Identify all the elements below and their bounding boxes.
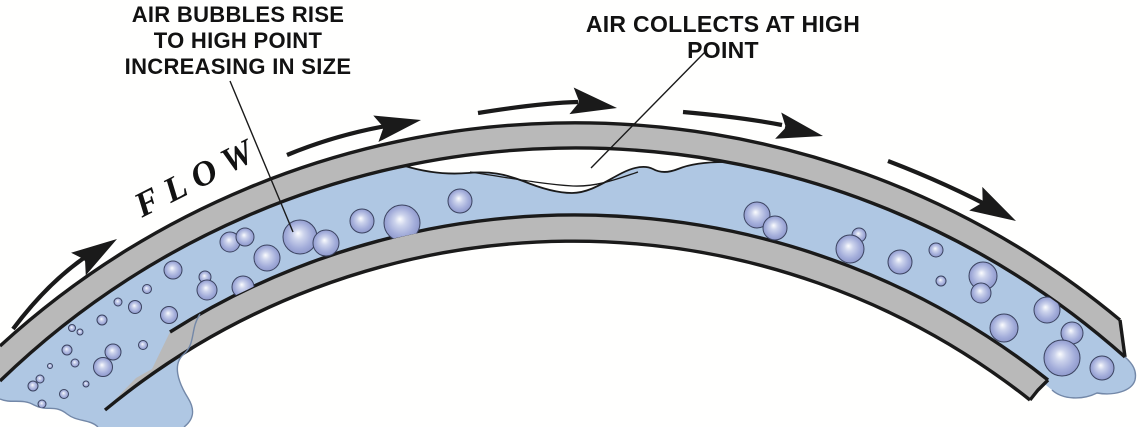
flow-arrow-left-head [71, 239, 117, 276]
leader-line [229, 80, 294, 233]
air-bubble [163, 260, 183, 280]
flow-arrow-top-1-head [373, 115, 421, 143]
air-bubble [59, 389, 69, 399]
air-bubble [835, 234, 865, 264]
air-bubble [743, 201, 771, 229]
air-bubble [160, 306, 178, 324]
flow-arrow-top-3-head [775, 112, 823, 139]
air-bubble [113, 297, 123, 307]
flow-arrow-top-3-tail [682, 109, 783, 128]
leader-lines-layer [229, 51, 706, 233]
air-bubble [282, 219, 318, 255]
pipe-wall-outlines [0, 121, 1127, 412]
air-bubble [1043, 339, 1081, 377]
air-bubble [970, 282, 992, 304]
air-bubble [68, 324, 76, 332]
leader-line [590, 51, 706, 169]
air-bubble [27, 380, 39, 392]
air-bubble [928, 242, 944, 258]
air-bubble [47, 363, 53, 369]
air-bubble [349, 208, 375, 234]
air-bubble [70, 358, 80, 368]
air-bubble [935, 275, 947, 287]
air-bubble [447, 188, 473, 214]
air-bubble [989, 313, 1019, 343]
label-air-bubbles-rise-line3: INCREASING IN SIZE [124, 54, 352, 79]
air-bubble [37, 399, 47, 409]
flow-arrows-layer [11, 87, 1016, 331]
air-bubble [1033, 296, 1061, 324]
label-air-collects: AIR COLLECTS AT HIGH POINT [585, 11, 861, 63]
air-bubble [61, 344, 73, 356]
air-bubble [128, 300, 142, 314]
air-bubble [93, 357, 113, 377]
water-torn-edges [0, 313, 1137, 427]
air-bubble [82, 380, 90, 388]
flow-arrow-top-2-head [569, 87, 617, 115]
water-surface-line [404, 161, 726, 194]
air-bubble [312, 229, 340, 257]
pipe-wall-top [0, 122, 1125, 381]
flow-arrow-top-2-tail [477, 99, 579, 116]
air-bubble [1089, 355, 1115, 381]
air-bubble [96, 314, 108, 326]
label-air-bubbles-rise-line2: TO HIGH POINT [153, 28, 323, 53]
air-bubble [104, 343, 122, 361]
air-bubble [887, 249, 913, 275]
air-bubble [35, 374, 45, 384]
air-bubble [138, 340, 148, 350]
label-air-bubbles-rise: AIR BUBBLES RISE TO HIGH POINT INCREASIN… [96, 2, 380, 80]
pipe-wall-bottom [105, 214, 1048, 410]
air-bubble [762, 215, 788, 241]
air-bubble [196, 279, 218, 301]
air-bubble [253, 244, 281, 272]
flow-arrow-right-head [969, 186, 1016, 221]
air-bubble [76, 328, 84, 336]
water-body [0, 162, 1136, 427]
air-bubble [142, 284, 152, 294]
air-bubble [235, 227, 255, 247]
label-air-bubbles-rise-line1: AIR BUBBLES RISE [131, 2, 345, 27]
